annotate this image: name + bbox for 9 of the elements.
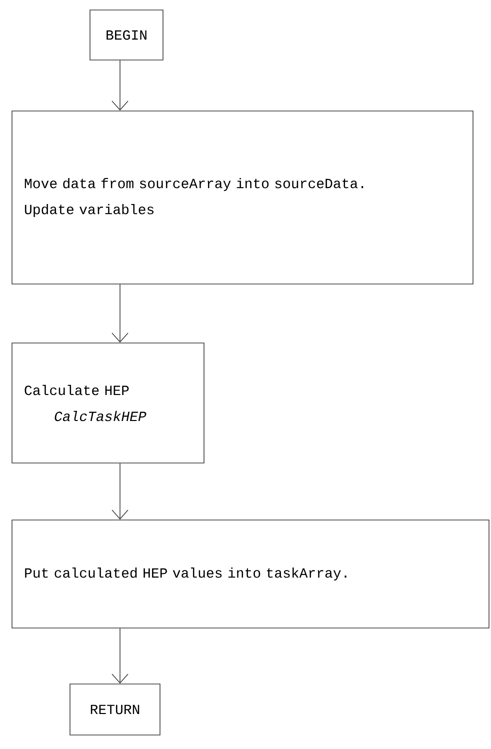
process-box: Put calculated HEP values into taskArray. bbox=[12, 520, 490, 628]
process-box: Move data from sourceArray into sourceData. Update variables bbox=[12, 110, 474, 284]
process-box: Calculate HEP CalcTaskHEP bbox=[12, 342, 204, 464]
arrow bbox=[112, 60, 128, 111]
terminal-box: RETURN bbox=[70, 684, 160, 736]
arrow bbox=[112, 284, 128, 343]
terminal-box: BEGIN bbox=[90, 10, 164, 60]
arrow bbox=[112, 463, 128, 520]
arrow bbox=[112, 628, 128, 684]
